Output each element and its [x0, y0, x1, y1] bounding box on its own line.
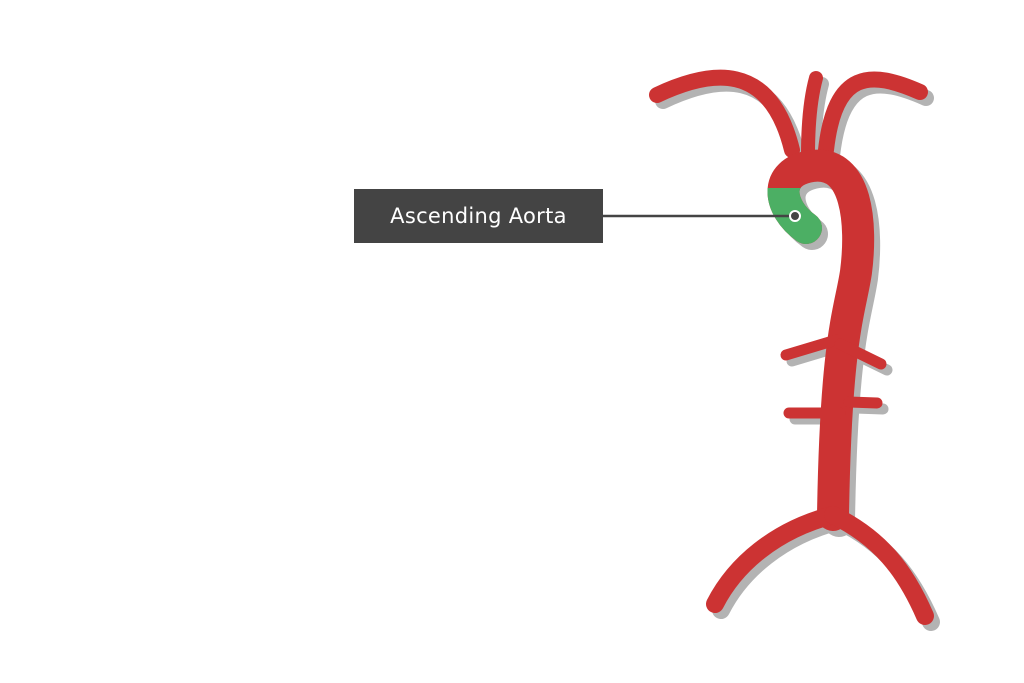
leader-dot: [789, 210, 801, 222]
label-text: Ascending Aorta: [390, 204, 567, 228]
ascending-aorta-label[interactable]: Ascending Aorta: [354, 189, 603, 243]
vessels: [657, 78, 925, 616]
